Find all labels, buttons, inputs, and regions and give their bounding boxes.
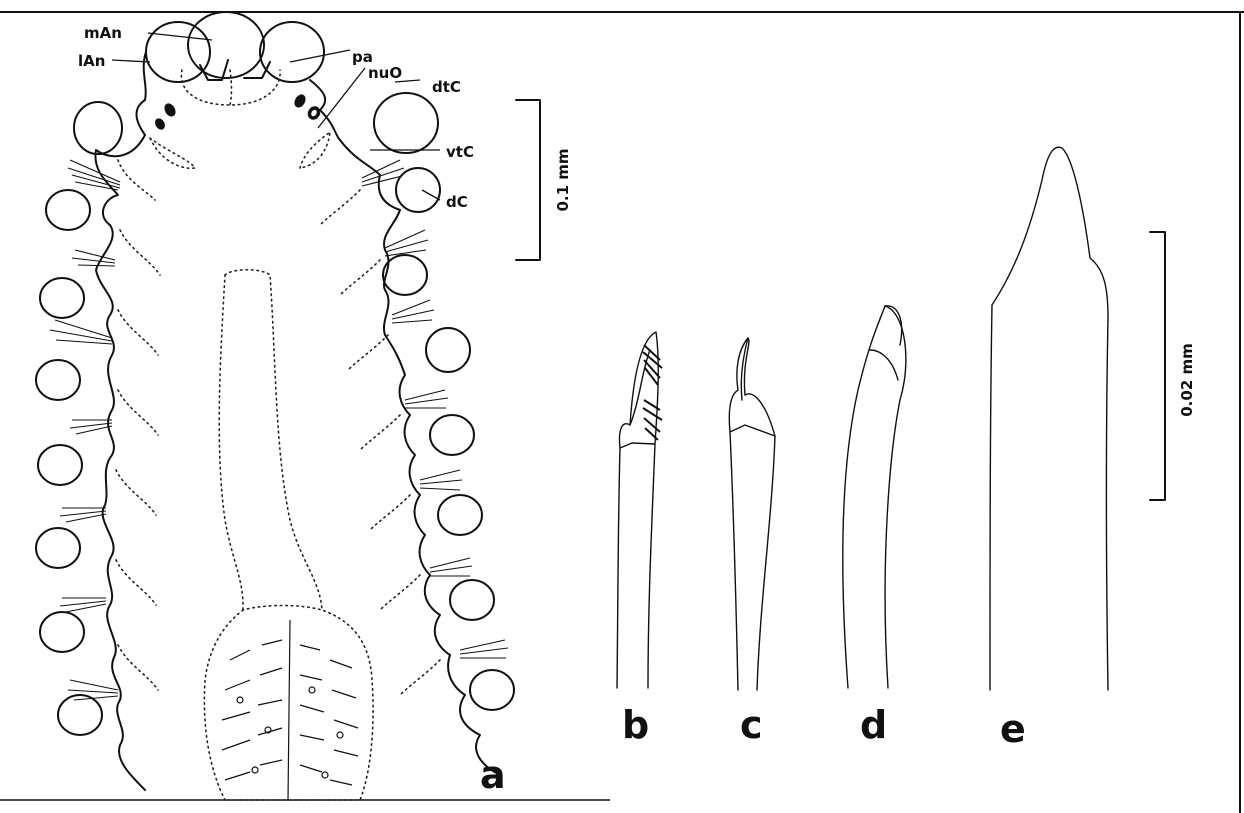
panel-label-d: d xyxy=(860,703,887,747)
label-dC: dC xyxy=(446,193,468,211)
nuchal-organ-right xyxy=(300,132,330,168)
label-vtC: vtC xyxy=(446,143,474,161)
pharynx xyxy=(219,270,322,610)
nuchal-organ-left xyxy=(150,138,195,168)
label-lAn: lAn xyxy=(78,52,105,70)
scale-bar-right: 0.02 mm xyxy=(1150,232,1196,500)
label-nuO: nuO xyxy=(368,64,402,82)
scale-bar-right-label: 0.02 mm xyxy=(1178,343,1196,417)
panel-label-b: b xyxy=(622,703,649,747)
body-outline-right xyxy=(340,140,500,775)
scale-bar-left-label: 0.1 mm xyxy=(554,148,572,211)
segment-lines-right xyxy=(320,190,440,695)
scale-bar-left: 0.1 mm xyxy=(516,100,572,260)
prostomium xyxy=(136,12,340,140)
cirri-right xyxy=(374,93,514,710)
panel-label-a: a xyxy=(480,753,506,797)
worm-drawing xyxy=(36,12,514,800)
chaeta-e xyxy=(990,147,1108,690)
panel-label-e: e xyxy=(1000,707,1026,751)
proventricle-muscle-pattern xyxy=(222,620,358,800)
label-mAn: mAn xyxy=(84,24,122,42)
label-dtC: dtC xyxy=(432,78,461,96)
segment-lines-left xyxy=(116,160,160,690)
chaetae-right xyxy=(362,160,508,658)
chaeta-b xyxy=(617,332,662,688)
eyes xyxy=(153,92,323,131)
chaeta-c xyxy=(729,338,775,690)
panel-label-c: c xyxy=(740,703,763,747)
label-leaders xyxy=(112,33,440,200)
chaeta-d xyxy=(843,306,906,688)
